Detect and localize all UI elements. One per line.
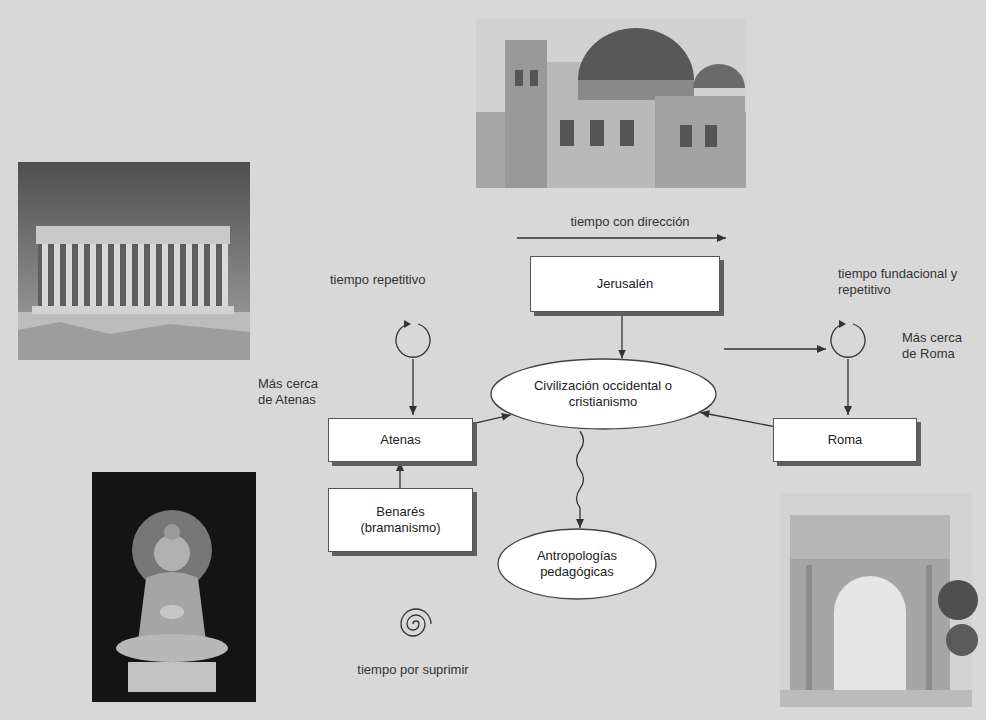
pedestal: [128, 662, 216, 692]
spiral-symbol: [401, 609, 431, 636]
cycle-symbol: [831, 320, 865, 357]
place-box: Jerusalén: [530, 256, 720, 312]
place-box: Roma: [773, 418, 917, 462]
tree: [946, 624, 978, 656]
temple-entablature: [36, 226, 230, 244]
arrow: [399, 462, 400, 488]
tree: [938, 580, 978, 620]
arch-column: [926, 565, 932, 690]
parthenon-photo: [18, 162, 250, 360]
big-dome: [578, 28, 694, 80]
small-dome: [693, 64, 745, 88]
buddha-photo: [92, 472, 256, 702]
photo-sky: [476, 18, 746, 188]
cycle-arrow: [412, 359, 413, 415]
windows: [515, 70, 717, 147]
arrow: [700, 413, 773, 427]
jerusalem-photo: [476, 18, 746, 188]
church-tower: [505, 40, 547, 188]
annotation-label: tiempo con dirección: [530, 214, 730, 230]
foundation-arrow: [724, 348, 826, 349]
cycle-symbol: [396, 320, 430, 357]
central-ellipse: Civilización occidental o cristianismo: [490, 358, 717, 430]
cycle-arrow: [847, 359, 848, 415]
buddha-topknot: [164, 524, 180, 540]
annotation-label: Más cerca de Roma: [902, 330, 978, 363]
photo-ground: [780, 690, 972, 707]
arrow: [473, 415, 511, 424]
annotation-label: tiempo repetitivo: [330, 272, 490, 288]
buddha-head: [154, 535, 190, 571]
wavy-arrow: [577, 431, 584, 528]
buddha-legs: [116, 634, 228, 662]
arch-opening: [834, 576, 906, 690]
node-text: Jerusalén: [597, 276, 653, 292]
temple-shadow: [38, 244, 228, 306]
node-text: Roma: [828, 432, 863, 448]
photo-ground: [18, 312, 250, 360]
annotation-label: Más cerca de Atenas: [258, 376, 330, 409]
side-building: [655, 96, 745, 188]
photo-sky: [18, 162, 250, 360]
arrow: [621, 312, 622, 359]
node-text: Antropologías pedagógicas: [527, 548, 627, 581]
buddha-hands: [160, 605, 184, 619]
annotation-label: tiempo fundacional y repetitivo: [838, 266, 978, 299]
place-box: Atenas: [328, 418, 473, 462]
photo-rocks: [18, 322, 250, 360]
temple-columns: [42, 244, 228, 306]
node-text: Benarés (bramanismo): [351, 504, 451, 537]
place-box: Benarés (bramanismo): [328, 488, 473, 552]
arch-column: [806, 565, 812, 690]
result-ellipse: Antropologías pedagógicas: [497, 528, 657, 600]
buddha-body: [138, 572, 206, 642]
time-direction-arrow: [517, 237, 726, 238]
node-text: Atenas: [380, 432, 420, 448]
arch-photo: [780, 493, 978, 707]
photo-background: [92, 472, 256, 702]
annotation-label: tiempo por suprimir: [330, 662, 496, 678]
node-text: Civilización occidental o cristianismo: [523, 378, 683, 411]
arch-body: [790, 515, 950, 690]
temple-steps: [32, 306, 234, 314]
arch-attic: [790, 515, 950, 559]
